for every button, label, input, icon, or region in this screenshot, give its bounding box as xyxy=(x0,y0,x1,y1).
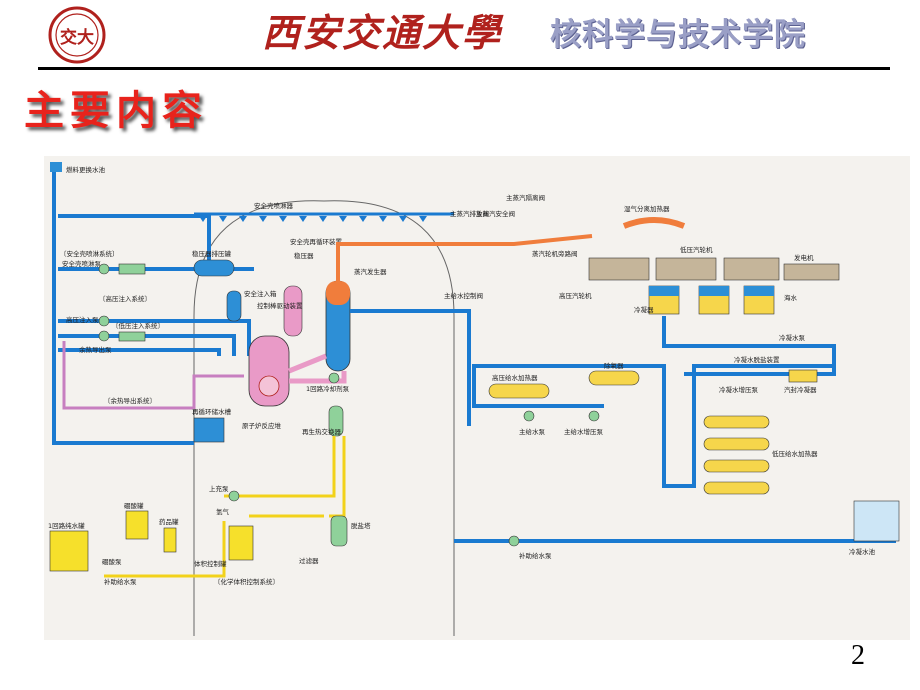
label-lp-feed-heater: 低压给水加热器 xyxy=(772,449,818,458)
booster-feed-pump-icon xyxy=(588,410,600,422)
main-steam-piping xyxy=(336,234,593,281)
spray-pump-icon xyxy=(98,263,110,275)
label-main-steam-safety: 主蒸汽安全阀 xyxy=(476,209,515,218)
label-main-feed-pump: 主给水泵 xyxy=(519,427,546,436)
label-primary-pump: 1回路冷却剂泵 xyxy=(306,384,350,393)
label-pressurizer-relief: 稳压器排压罐 xyxy=(192,249,232,258)
label-turbine-bypass: 蒸汽轮机旁路阀 xyxy=(532,249,578,258)
label-generator: 发电机 xyxy=(794,253,814,262)
label-condensate-pump: 冷凝水泵 xyxy=(779,333,806,342)
label-primary-water-tank: 1回路纯水罐 xyxy=(48,521,85,530)
hp-injection-pump-icon xyxy=(98,315,110,327)
label-hp-turbine: 高压汽轮机 xyxy=(559,291,592,300)
volume-control-tank-icon xyxy=(228,525,254,561)
boric-acid-tank-icon xyxy=(125,510,149,540)
label-regen-hx: 再生热交换器 xyxy=(302,427,342,436)
label-lp-injection-system: 〔低压注入系统〕 xyxy=(112,321,164,330)
condensate-tank-icon xyxy=(853,500,900,542)
spray-hx-icon xyxy=(118,263,146,275)
label-chem-tank: 药品罐 xyxy=(159,517,179,526)
diagram-background xyxy=(44,156,910,640)
label-seawater: 海水 xyxy=(784,293,798,302)
gland-condenser-icon xyxy=(788,369,818,383)
label-condensate-tank: 冷凝水池 xyxy=(849,547,876,556)
label-booster-pump: 冷凝水增压泵 xyxy=(719,385,759,394)
label-hydrogen: 氢气 xyxy=(216,507,230,516)
label-boric-pump: 硼酸泵 xyxy=(102,557,122,566)
label-demin-tower: 脱盐塔 xyxy=(351,521,371,530)
label-rhr-system: 〔余热导出系统〕 xyxy=(104,396,156,405)
label-gland-condenser: 汽封冷凝器 xyxy=(784,385,817,394)
label-demineralizer: 冷凝水脱盐装置 xyxy=(734,355,780,364)
pressurizer-icon xyxy=(283,285,303,337)
label-pressurizer: 稳压器 xyxy=(294,251,314,260)
primary-loop-piping xyxy=(288,353,347,384)
reactor-core-icon xyxy=(258,375,280,397)
seal-text: 交大 xyxy=(60,27,94,48)
university-seal-logo: 交大 xyxy=(48,6,106,64)
label-steam-generator: 蒸汽发生器 xyxy=(354,267,387,276)
label-booster-feed-pump: 主给水增压泵 xyxy=(564,427,604,436)
pwr-system-diagram: 燃料更换水池 安全壳喷淋器 〔安全壳喷淋系统〕 安全壳喷淋泵 〔高压注入系统〕 … xyxy=(44,156,910,640)
generator-icon xyxy=(783,263,840,281)
college-name: 核科学与技术学院 xyxy=(550,17,806,53)
label-safety-injection-tank: 安全注入箱 xyxy=(244,289,277,298)
label-reactor-vessel: 原子炉反应堆 xyxy=(242,421,282,430)
hp-turbine-icon xyxy=(588,257,650,281)
label-hp-injection-pump: 高压注入泵 xyxy=(66,315,99,324)
regen-hx-icon xyxy=(328,405,344,437)
pressurizer-relief-tank-icon xyxy=(193,259,235,277)
label-recirc-cooling: 安全壳再循环装置 xyxy=(290,237,343,246)
label-boric-acid-tank: 硼酸罐 xyxy=(124,501,144,510)
lp-injection-pump-icon xyxy=(98,330,110,342)
cvcs-piping xyxy=(104,436,346,578)
label-hp-injection-system: 〔高压注入系统〕 xyxy=(99,294,151,303)
label-hp-feed-heater: 高压给水加热器 xyxy=(492,373,538,382)
label-control-rod-drive: 控制棒驱动装置 xyxy=(257,301,303,310)
safety-injection-tank-icon xyxy=(226,290,242,322)
label-main-steam-isolation: 主蒸汽隔离阀 xyxy=(506,193,545,202)
label-spray-pump: 安全壳喷淋泵 xyxy=(62,259,102,268)
label-lp-turbine: 低压汽轮机 xyxy=(680,245,713,254)
label-fuel-pool: 燃料更换水池 xyxy=(66,165,106,174)
recirc-sump-icon xyxy=(193,417,225,443)
main-feed-pump-icon xyxy=(523,410,535,422)
spray-nozzles xyxy=(199,216,427,222)
label-makeup-pump: 补助给水泵 xyxy=(104,577,137,586)
page-number: 2 xyxy=(851,640,865,671)
label-cvcs: 〔化学体积控制系统〕 xyxy=(214,577,279,586)
header-divider xyxy=(38,67,890,70)
label-filter: 过滤器 xyxy=(299,556,319,565)
label-condenser: 冷凝器 xyxy=(634,305,654,314)
label-containment-spray: 安全壳喷淋器 xyxy=(254,201,294,210)
chem-tank-icon xyxy=(163,527,177,553)
hp-feed-heater-icon xyxy=(488,383,550,399)
deaerator-icon xyxy=(588,370,640,386)
rhr-piping xyxy=(62,341,244,410)
charging-pump-icon xyxy=(228,490,240,502)
slide-title: 主要内容 xyxy=(24,88,208,134)
label-moisture-separator: 湿气分离加热器 xyxy=(624,204,670,213)
demin-tower-icon xyxy=(330,515,348,547)
label-volume-control-tank: 体积控制罐 xyxy=(194,559,227,568)
label-spray-system: 〔安全壳喷淋系统〕 xyxy=(60,249,119,258)
label-rhr-pump: 余热导出泵 xyxy=(79,345,112,354)
label-recirc-sump: 再循环储水槽 xyxy=(192,407,232,416)
lp-hx-icon xyxy=(118,331,146,342)
label-main-steam-relief: 主蒸汽排放阀 xyxy=(450,209,489,218)
lp-turbine-icon-2 xyxy=(723,257,780,281)
lp-turbine-icon-1 xyxy=(655,257,717,281)
label-main-feed-valve: 主给水控制阀 xyxy=(444,291,483,300)
primary-pump-icon xyxy=(328,372,340,384)
fuel-pool-icon xyxy=(50,162,62,172)
label-aux-feed-pump: 补助给水泵 xyxy=(519,551,552,560)
condenser-group xyxy=(648,285,775,315)
steam-generator-top xyxy=(326,281,350,305)
lp-feed-heaters xyxy=(703,415,770,495)
primary-water-tank-icon xyxy=(49,530,89,572)
label-charging-pump: 上充泵 xyxy=(209,484,229,493)
label-deaerator: 除氧器 xyxy=(604,361,624,370)
university-name: 西安交通大學 xyxy=(262,10,503,55)
aux-feed-pump-icon xyxy=(508,535,520,547)
